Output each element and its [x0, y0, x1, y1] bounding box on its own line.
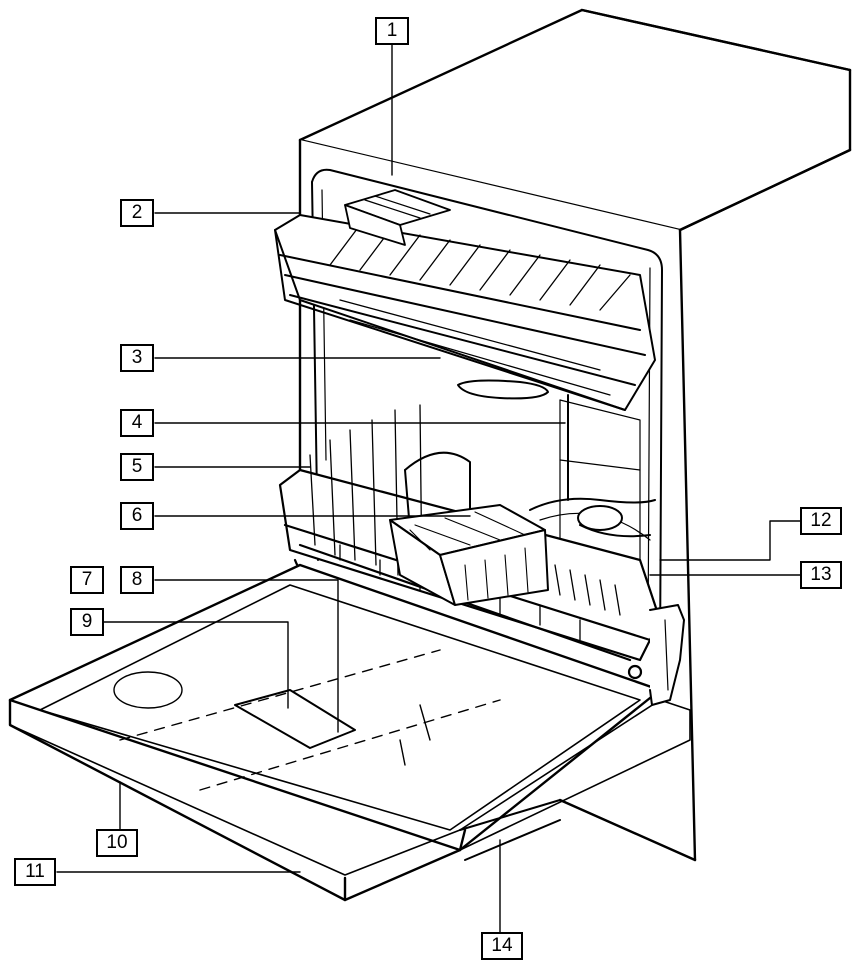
leader-8 [154, 579, 339, 733]
callout-7: 7 [70, 566, 104, 594]
callout-5: 5 [120, 453, 154, 481]
plinth [459, 799, 696, 861]
leader-9 [103, 621, 289, 709]
upper-basket [274, 214, 656, 411]
callout-10: 10 [96, 829, 138, 857]
upper-cutlery-tray [344, 189, 451, 246]
door-details [113, 649, 501, 791]
hinge [649, 604, 685, 706]
leader-lines [56, 44, 801, 933]
callout-9: 9 [70, 608, 104, 636]
tub-interior [539, 399, 651, 561]
door [8, 563, 691, 902]
callout-1: 1 [375, 17, 409, 45]
callout-8: 8 [120, 566, 154, 594]
callout-14: 14 [481, 932, 523, 960]
callout-12: 12 [800, 507, 842, 535]
callout-11: 11 [14, 858, 56, 886]
callout-3: 3 [120, 344, 154, 372]
callout-6: 6 [120, 502, 154, 530]
cutlery-basket [389, 451, 549, 606]
callout-2: 2 [120, 199, 154, 227]
leader-12 [659, 520, 801, 561]
callout-13: 13 [800, 561, 842, 589]
callout-4: 4 [120, 409, 154, 437]
upper-spray-arm [457, 379, 569, 501]
lower-spray-arm [529, 497, 656, 538]
